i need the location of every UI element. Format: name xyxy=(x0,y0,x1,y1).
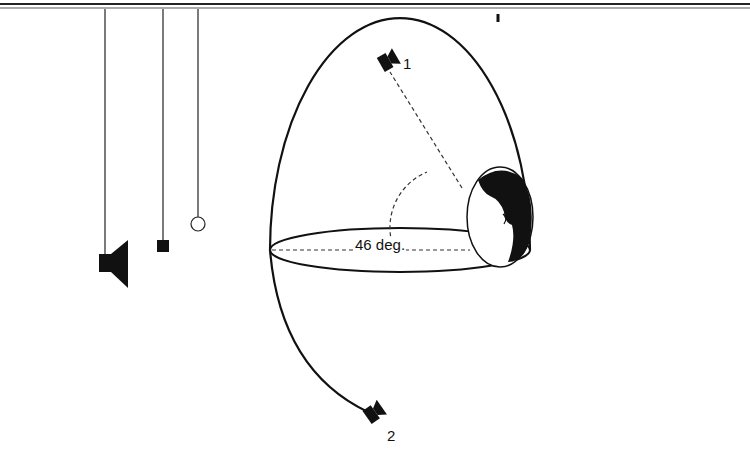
callout-number: 1 xyxy=(402,56,412,71)
hanging-wire xyxy=(197,9,198,217)
callout-number: 2 xyxy=(386,428,396,443)
square-target xyxy=(157,240,169,252)
angle-arc xyxy=(390,172,427,243)
lower-arc xyxy=(270,250,368,412)
listener-head xyxy=(467,167,533,267)
elevation-dashed-line xyxy=(390,72,462,188)
hanging-wire xyxy=(104,9,105,254)
ceiling-bar xyxy=(0,3,750,5)
loudspeaker-symbol xyxy=(99,240,128,288)
dome-mark xyxy=(497,14,500,22)
circle-target xyxy=(191,217,205,231)
ceiling-bar xyxy=(0,7,750,8)
hanging-wire xyxy=(162,9,163,240)
speaker-symbol xyxy=(376,48,401,73)
angle-label: 46 deg. xyxy=(354,237,406,252)
speaker-symbol xyxy=(362,400,387,425)
